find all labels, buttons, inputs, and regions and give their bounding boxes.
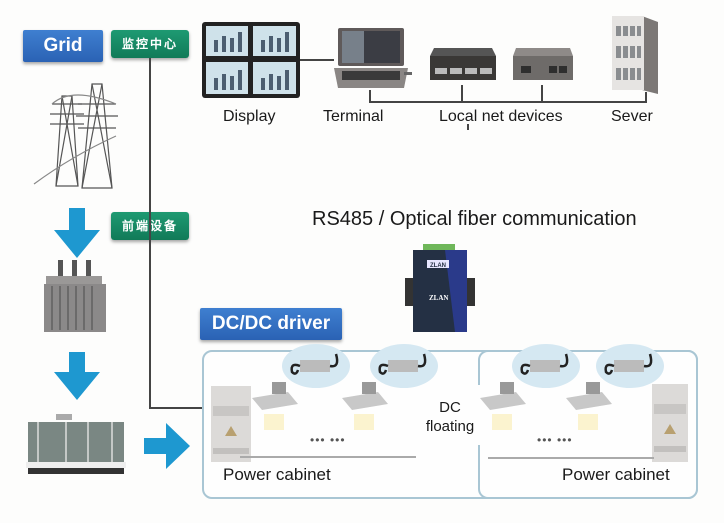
monitoring-connector-horizontal [149,407,204,409]
display-wall-icon [202,22,300,98]
network-switch-icon [513,48,573,80]
ellipsis-left: ••• ••• [310,433,346,447]
bus-drop-switch2 [541,85,543,102]
led-driver-bubble-icon [512,344,580,388]
floodlight-icon [252,382,298,430]
down-arrow-icon [54,352,100,400]
dc-floating-line1: DC [439,399,461,416]
bus-drop-terminal [369,90,371,102]
bus-drop-switch1 [461,85,463,102]
right-arrow-icon [144,423,190,469]
dc-floating-line2: floating [425,418,475,435]
converter-brand-label: ZLAN [430,263,446,269]
grid-tag: Grid [23,30,103,62]
monitoring-center-tag: 监控中心 [111,30,189,58]
dcdc-driver-tag: DC/DC driver [200,308,342,340]
display-label: Display [223,108,276,125]
floodlight-icon [342,382,388,430]
server-icon [612,16,658,94]
display-terminal-link [300,59,334,61]
network-bus-line [369,101,647,103]
power-cabinet-label-right: Power cabinet [562,465,670,484]
floor-line-left [240,456,416,458]
power-cabinet-icon [211,386,251,462]
down-arrow-icon [54,208,100,258]
floodlight-icon [566,382,612,430]
power-cabinet-label-left: Power cabinet [223,465,331,484]
led-driver-bubble-icon [370,344,438,388]
transmission-tower-icon [33,83,118,189]
power-cabinet-icon [652,384,688,462]
server-label: Sever [611,108,653,125]
terminal-label: Terminal [323,108,384,125]
bus-drop-server [645,92,647,102]
laptop-icon [334,28,412,88]
transformer-icon [44,260,106,332]
dc-floating-gap [418,385,482,445]
bus-drop-down [467,124,469,130]
converter-brand-label: ZLAN [429,294,448,302]
dc-floating-label: DC floating [420,398,480,436]
air-handling-unit-icon [26,414,126,474]
floodlight-icon [480,382,526,430]
serial-converter-icon: ZLAN ZLAN [405,244,475,332]
network-switch-icon [430,48,496,80]
floor-line-right [488,457,654,459]
monitoring-connector-line [149,58,151,408]
communication-title: RS485 / Optical fiber communication [312,208,637,230]
led-driver-bubble-icon [282,344,350,388]
led-driver-bubble-icon [596,344,664,388]
local-net-devices-label: Local net devices [439,108,563,125]
ellipsis-right: ••• ••• [537,433,573,447]
